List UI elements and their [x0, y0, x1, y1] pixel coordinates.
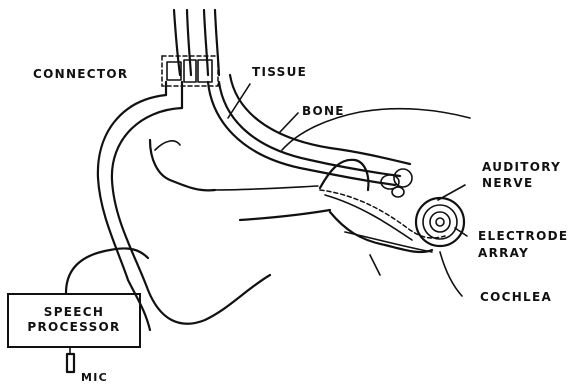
cochlea-label: COCHLEA — [480, 290, 552, 305]
mic-icon — [67, 348, 74, 372]
mic-label: MIC — [81, 370, 108, 385]
cochlea-spiral — [416, 198, 464, 246]
auditory-nerve-label-line1: AUDITORY — [482, 160, 561, 175]
ear-canal — [212, 160, 432, 252]
speech-processor-label-line1: SPEECH — [9, 305, 139, 320]
tissue-label: TISSUE — [252, 65, 307, 80]
lower-canal — [345, 232, 432, 275]
auditory-nerve-label-line2: NERVE — [482, 176, 533, 191]
electrode-array-label-line1: ELECTRODE — [478, 229, 568, 244]
speech-processor-label-line2: PROCESSOR — [9, 320, 139, 335]
connector-label: CONNECTOR — [33, 67, 128, 82]
electrode-array-label-line2: ARRAY — [478, 246, 529, 261]
processor-cable — [66, 248, 148, 293]
tissue-bone-layers — [208, 75, 470, 185]
bone-label: BONE — [302, 104, 345, 119]
speech-processor-box: SPEECH PROCESSOR — [7, 293, 141, 348]
